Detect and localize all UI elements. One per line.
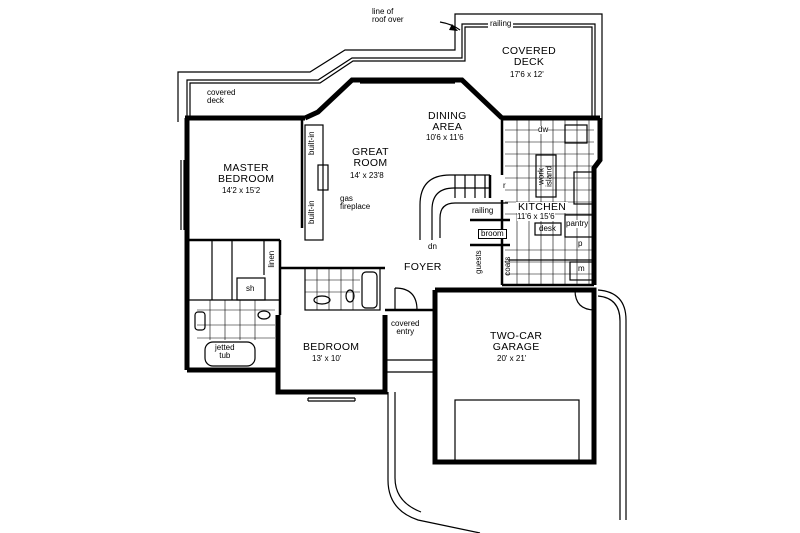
roof-line-label: line of roof over	[372, 7, 404, 25]
built-in-lower-label: built-in	[306, 200, 316, 224]
walkway	[385, 359, 481, 533]
deck-railing	[186, 23, 596, 120]
master-bedroom-name: MASTER BEDROOM	[218, 162, 275, 186]
covered-deck-dim: 17'6 x 12'	[510, 70, 544, 79]
railing-top-label: railing	[488, 19, 514, 29]
jetted-tub-label: jetted tub	[215, 343, 235, 361]
garage-walls	[432, 287, 627, 520]
linen-label: linen	[266, 250, 276, 268]
great-room-name: GREAT ROOM	[352, 146, 389, 170]
bath-tile-grid	[197, 268, 360, 340]
down-label: dn	[428, 242, 437, 251]
covered-entry-label: covered entry	[391, 319, 420, 337]
dining-area-dim: 10'6 x 11'6	[426, 133, 464, 142]
railing-stair-label: railing	[470, 206, 496, 216]
kitchen-name: KITCHEN	[516, 201, 569, 214]
great-room-dim: 14' x 23'8	[350, 171, 384, 180]
kitchen-dim: 11'6 x 15'6	[517, 212, 555, 222]
gas-fireplace-label: gas fireplace	[340, 194, 371, 212]
master-bedroom-dim: 14'2 x 15'2	[222, 186, 261, 195]
roof-line	[177, 13, 603, 122]
covered-deck-name: COVERED DECK	[502, 45, 557, 69]
desk-label: desk	[539, 224, 556, 233]
dw-label: dw	[538, 125, 549, 135]
work-island-label: work island	[536, 165, 554, 187]
shower-label: sh	[246, 284, 255, 293]
garage-dim: 20' x 21'	[497, 354, 527, 363]
bedroom-name: BEDROOM	[303, 341, 360, 353]
covered-deck-left-label: covered deck	[207, 88, 236, 106]
dining-area-name: DINING AREA	[428, 110, 467, 134]
built-in-upper-label: built-in	[306, 131, 316, 155]
p-label: p	[578, 239, 583, 248]
guests-label: guests	[473, 250, 483, 274]
bedroom-dim: 13' x 10'	[312, 354, 342, 363]
foyer-name: FOYER	[404, 261, 442, 273]
r-label: r	[503, 181, 506, 190]
exterior-walls	[180, 77, 603, 402]
interior-walls	[187, 118, 596, 367]
pantry-label: pantry	[566, 219, 589, 229]
coats-label: coats	[502, 256, 512, 276]
garage-name: TWO-CAR GARAGE	[490, 330, 543, 354]
broom-label: broom	[478, 229, 507, 240]
m-label: m	[578, 264, 585, 273]
